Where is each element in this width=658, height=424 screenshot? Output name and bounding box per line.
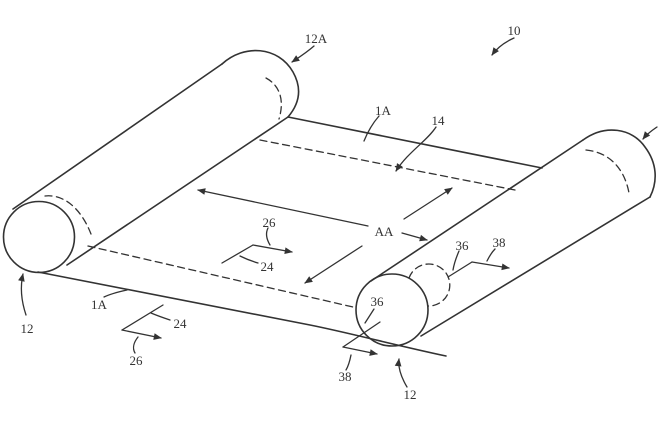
ref-label-1a-bottom: 1A	[91, 297, 108, 312]
surface-top-edge	[287, 116, 543, 169]
leader-arrow-12-right	[394, 358, 408, 388]
leader-24-upper	[239, 255, 259, 264]
leader-38-upper	[486, 248, 496, 262]
leader-36-upper	[452, 250, 460, 271]
leader-36-lower	[364, 308, 375, 324]
display-hidden-top-edge	[259, 139, 516, 191]
left-roller-upper-edge	[12, 63, 223, 210]
ref-label-10: 10	[508, 23, 521, 38]
left-roller-end-circle	[2, 200, 76, 274]
axis-26-arrow-lower	[121, 329, 162, 340]
ref-label-12a: 12A	[305, 31, 328, 46]
right-roller-far-cap	[582, 129, 656, 198]
right-roller-end-circle	[355, 273, 429, 347]
right-roller	[355, 129, 656, 347]
leader-1a-top	[363, 115, 380, 142]
aa-arrow-upper-segment	[403, 187, 453, 220]
display-hidden-bottom-edge	[87, 245, 354, 308]
axis-symbol-upper	[221, 227, 293, 264]
aa-arrow-left-segment	[197, 188, 369, 227]
leader-26-lower	[132, 336, 139, 354]
ref-label-36-upper: 36	[456, 238, 470, 253]
aa-arrow-lower-segment	[304, 245, 363, 284]
reference-labels: 12A 10 1A 14 AA 26 24 24 26 1A 12 36 38 …	[21, 23, 521, 402]
axis-symbol-lower-right	[342, 308, 381, 371]
axis-36-line-lower	[342, 321, 381, 348]
ref-label-12-left: 12	[21, 321, 34, 336]
left-roller-top-cap	[221, 49, 300, 118]
surface-front-edge	[37, 271, 447, 357]
axis-36-line-upper	[447, 261, 473, 278]
axis-symbol-lower	[121, 304, 171, 354]
left-roller-lower-edge	[66, 116, 289, 266]
ref-label-14: 14	[432, 113, 446, 128]
axis-24-line-upper	[221, 244, 254, 264]
ref-label-26-upper: 26	[263, 215, 277, 230]
reference-leaders	[18, 37, 658, 388]
leader-arrow-12a	[291, 45, 315, 63]
ref-label-1a-top: 1A	[375, 103, 392, 118]
right-roller-cap-hidden-arc	[585, 149, 630, 194]
ref-label-36-lower: 36	[371, 294, 385, 309]
axis-38-arrow-lower	[342, 346, 378, 356]
ref-label-26-lower: 26	[130, 353, 144, 368]
leader-arrow-14	[395, 126, 437, 172]
display-surface	[37, 116, 543, 357]
left-roller	[2, 49, 300, 274]
leader-arrow-12-left	[18, 273, 27, 316]
left-roller-cap-hidden-arc	[265, 77, 282, 120]
aa-arrow-right-segment	[401, 232, 428, 242]
ref-label-24-lower: 24	[174, 316, 188, 331]
leader-24-lower	[150, 312, 171, 321]
leader-arrow-right-edge	[642, 126, 658, 140]
axis-symbol-upper-right	[447, 248, 510, 278]
ref-label-24-upper: 24	[261, 259, 275, 274]
right-roller-core-hidden-circle	[408, 263, 451, 307]
leader-38-lower	[345, 354, 352, 371]
right-roller-lower-edge	[420, 196, 651, 337]
axis-38-arrow-upper	[471, 261, 510, 271]
axis-24-line-lower	[121, 304, 164, 331]
left-roller-end-hidden-arc	[44, 195, 92, 235]
ref-label-12-right: 12	[404, 387, 417, 402]
leader-26-upper	[265, 227, 271, 246]
leader-1a-bottom	[103, 289, 128, 298]
axis-26-arrow-upper	[252, 244, 293, 255]
aa-dimension-arrows	[197, 187, 453, 284]
ref-label-38-lower: 38	[339, 369, 352, 384]
ref-label-38-upper: 38	[493, 235, 506, 250]
ref-label-aa: AA	[375, 224, 394, 239]
right-roller-upper-edge	[370, 139, 584, 282]
leader-arrow-10	[491, 37, 515, 56]
